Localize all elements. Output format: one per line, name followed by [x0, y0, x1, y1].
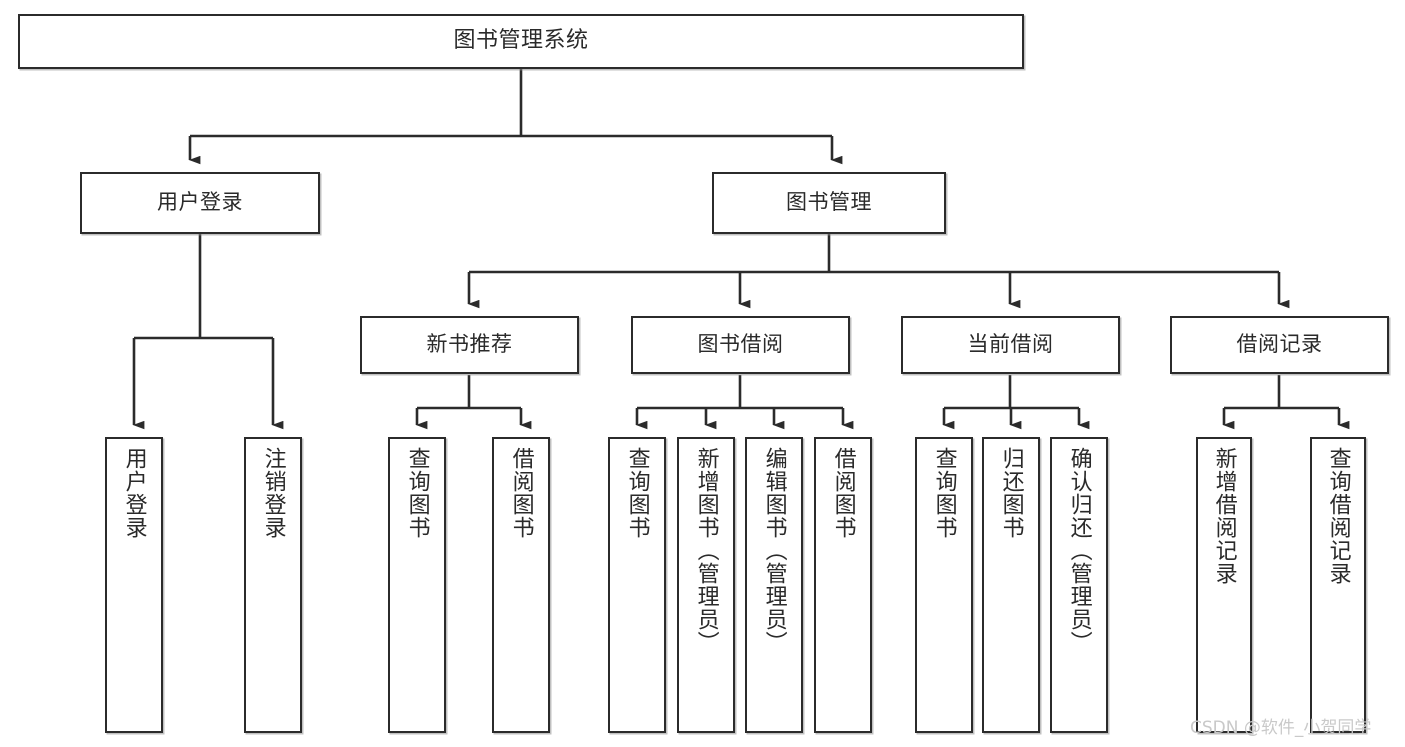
node-leaf-add-book-admin[interactable]: 新增图书（管理员）: [677, 437, 735, 733]
edge-bookmanage-to-level2: [467, 234, 1290, 309]
node-root-system-label: 图书管理系统: [453, 28, 589, 54]
node-current-borrow[interactable]: 当前借阅: [901, 316, 1120, 374]
node-book-manage-label: 图书管理: [786, 190, 872, 215]
node-leaf-borrow-book-2-label: 借阅图书: [830, 447, 856, 539]
node-leaf-edit-book-admin-label: 编辑图书（管理员）: [761, 447, 787, 654]
node-leaf-borrow-book-1-label: 借阅图书: [508, 447, 534, 539]
node-root-system[interactable]: 图书管理系统: [18, 14, 1024, 69]
node-leaf-user-login-label: 用户登录: [121, 447, 147, 539]
node-leaf-add-book-admin-label: 新增图书（管理员）: [693, 447, 719, 654]
node-leaf-return-book-label: 归还图书: [998, 447, 1024, 539]
edge-borrowrecord-to-leaves: [1222, 375, 1350, 430]
node-leaf-return-book[interactable]: 归还图书: [982, 437, 1040, 733]
node-leaf-query-borrow-record-label: 查询借阅记录: [1325, 447, 1351, 585]
node-leaf-confirm-return-admin[interactable]: 确认归还（管理员）: [1050, 437, 1108, 733]
node-leaf-add-borrow-record-label: 新增借阅记录: [1211, 447, 1237, 585]
node-leaf-confirm-return-admin-label: 确认归还（管理员）: [1066, 447, 1092, 654]
node-leaf-query-book-1-label: 查询图书: [404, 447, 430, 539]
edge-bookborrow-to-leaves: [635, 375, 854, 430]
node-leaf-query-book-1[interactable]: 查询图书: [388, 437, 446, 733]
edge-userlogin-to-leaves: [132, 234, 284, 430]
node-borrow-record-label: 借阅记录: [1236, 332, 1323, 357]
node-leaf-borrow-book-2[interactable]: 借阅图书: [814, 437, 872, 733]
csdn-watermark: CSDN @软件_小贺同学: [1190, 718, 1372, 738]
node-user-login[interactable]: 用户登录: [80, 172, 320, 234]
node-user-login-label: 用户登录: [157, 190, 243, 215]
edge-root-to-level1: [188, 69, 843, 165]
node-borrow-record[interactable]: 借阅记录: [1170, 316, 1389, 374]
edge-newbook-to-leaves: [415, 375, 532, 430]
node-book-borrow[interactable]: 图书借阅: [631, 316, 850, 374]
node-new-book-recommend-label: 新书推荐: [426, 332, 513, 357]
node-leaf-logout-login[interactable]: 注销登录: [244, 437, 302, 733]
node-new-book-recommend[interactable]: 新书推荐: [360, 316, 579, 374]
node-book-borrow-label: 图书借阅: [697, 332, 784, 357]
node-leaf-user-login[interactable]: 用户登录: [105, 437, 163, 733]
node-leaf-edit-book-admin[interactable]: 编辑图书（管理员）: [745, 437, 803, 733]
node-leaf-query-book-2[interactable]: 查询图书: [608, 437, 666, 733]
node-leaf-logout-login-label: 注销登录: [260, 447, 286, 539]
node-leaf-query-borrow-record[interactable]: 查询借阅记录: [1310, 437, 1366, 733]
node-current-borrow-label: 当前借阅: [967, 332, 1054, 357]
node-leaf-query-book-3[interactable]: 查询图书: [915, 437, 973, 733]
node-leaf-borrow-book-1[interactable]: 借阅图书: [492, 437, 550, 733]
node-leaf-query-book-2-label: 查询图书: [624, 447, 650, 539]
node-leaf-query-book-3-label: 查询图书: [931, 447, 957, 539]
edge-currentborrow-to-leaves: [942, 375, 1090, 430]
node-leaf-add-borrow-record[interactable]: 新增借阅记录: [1196, 437, 1252, 733]
node-book-manage[interactable]: 图书管理: [712, 172, 946, 234]
